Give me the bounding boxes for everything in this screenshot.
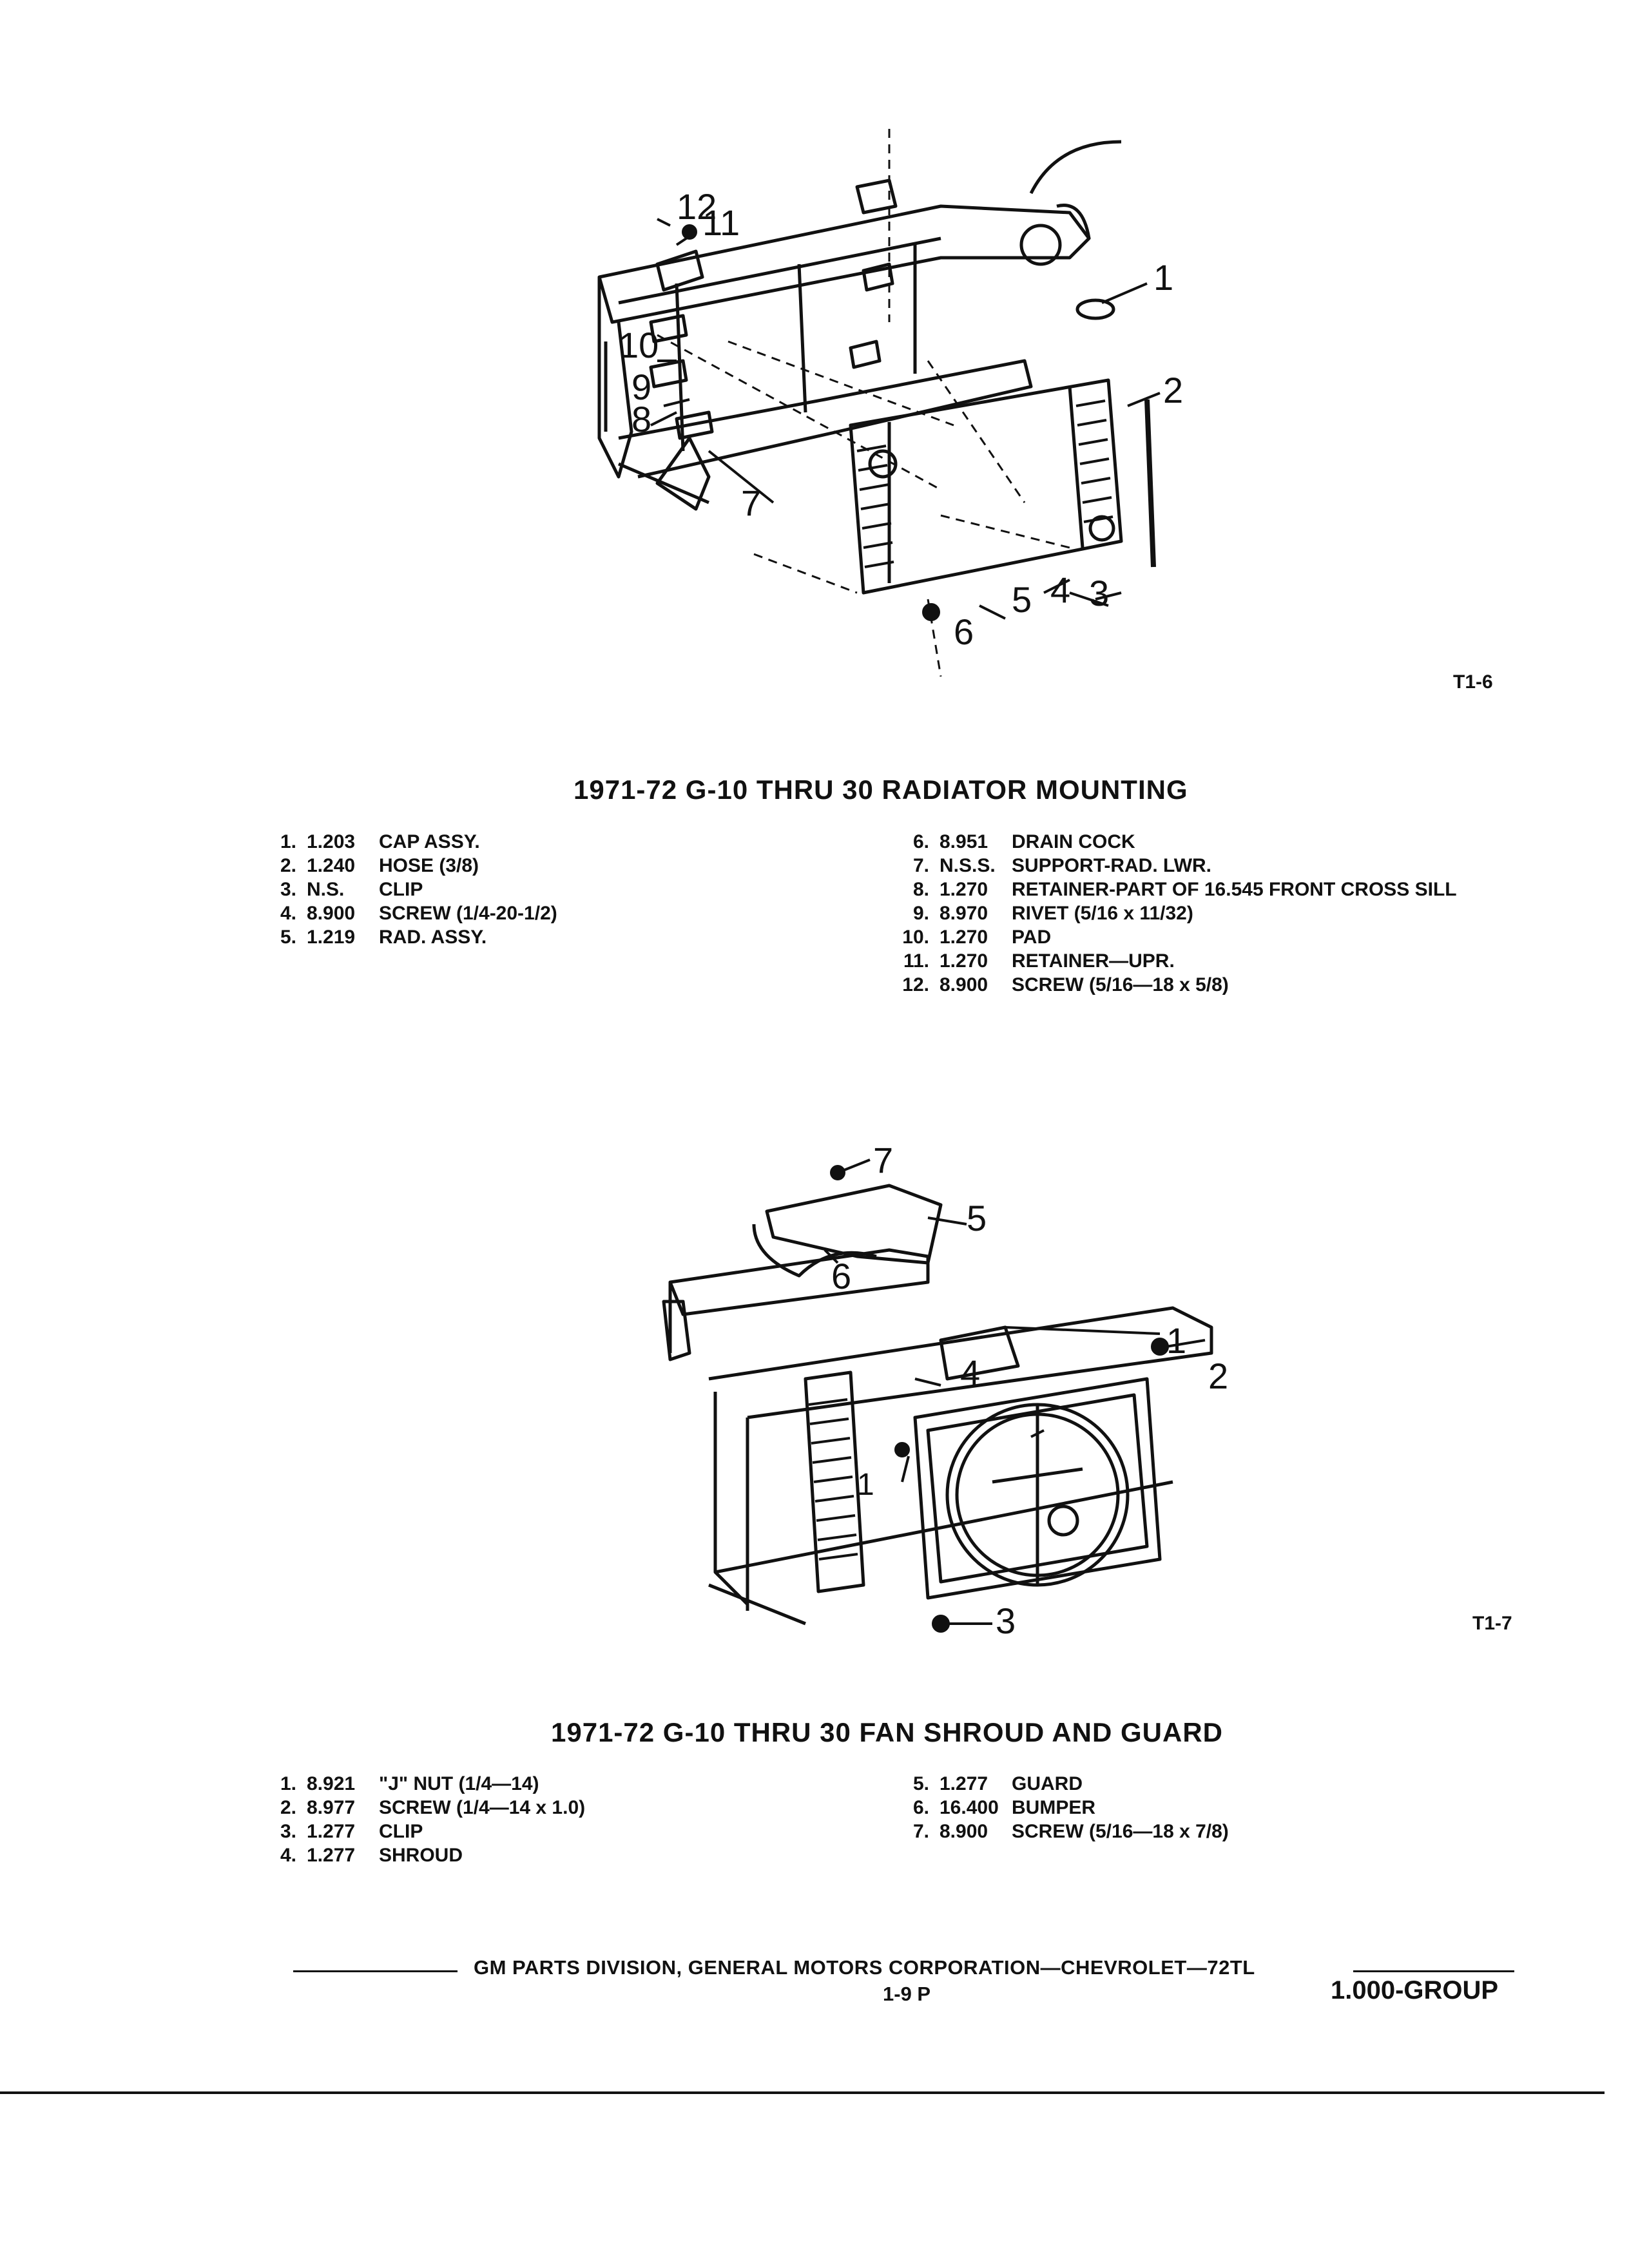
radiator-mounting-illustration: 1 2 3 4 5 6 7 8 9 10 11 12 xyxy=(597,129,1183,677)
callout-6: 6 xyxy=(831,1256,851,1296)
part-row: 7.N.S.S.SUPPORT-RAD. LWR. xyxy=(912,855,1212,876)
callout-4: 4 xyxy=(960,1352,980,1393)
figure-label-t1-6: T1-6 xyxy=(1453,671,1493,693)
footer-rule-left xyxy=(293,1970,458,1972)
footer-rule-right xyxy=(1353,1970,1514,1972)
callout-1-lower: 1 xyxy=(857,1468,874,1502)
callout-1: 1 xyxy=(1166,1320,1186,1361)
callout-12: 12 xyxy=(677,186,717,227)
bottom-rule xyxy=(0,2091,1605,2094)
callout-7: 7 xyxy=(741,483,761,523)
callout-8: 8 xyxy=(631,399,651,439)
fan-shroud-diagram: 1 2 3 4 5 6 7 1 xyxy=(644,1134,1237,1637)
callout-4: 4 xyxy=(1050,570,1070,610)
radiator-mounting-diagram: 1 2 3 4 5 6 7 8 9 10 11 12 xyxy=(580,129,1224,683)
callout-11: 11 xyxy=(702,202,740,243)
part-row: 1.8.921"J" NUT (1/4—14) xyxy=(280,1773,539,1794)
callout-3: 3 xyxy=(1089,573,1109,613)
footer-publisher: GM PARTS DIVISION, GENERAL MOTORS CORPOR… xyxy=(474,1956,1255,1979)
section-title-radiator-mounting: 1971-72 G-10 THRU 30 RADIATOR MOUNTING xyxy=(574,774,1188,805)
callout-5: 5 xyxy=(1012,579,1032,620)
callout-5: 5 xyxy=(967,1198,987,1238)
callout-2: 2 xyxy=(1208,1356,1228,1396)
figure-label-t1-7: T1-7 xyxy=(1472,1613,1512,1634)
callout-2: 2 xyxy=(1163,370,1183,410)
callout-6: 6 xyxy=(954,611,974,652)
callout-7: 7 xyxy=(873,1140,893,1180)
fan-shroud-illustration: 1 2 3 4 5 6 7 1 xyxy=(662,1140,1228,1637)
callout-1: 1 xyxy=(1153,257,1173,298)
callout-10: 10 xyxy=(619,325,659,365)
part-row: 3.N.S.CLIP xyxy=(280,879,423,900)
section-title-fan-shroud: 1971-72 G-10 THRU 30 FAN SHROUD AND GUAR… xyxy=(551,1717,1223,1747)
page-number: 1-9 P xyxy=(883,1983,931,2005)
group-label: 1.000-GROUP xyxy=(1331,1976,1499,2004)
callout-3: 3 xyxy=(996,1600,1016,1637)
callout-9: 9 xyxy=(631,367,651,407)
